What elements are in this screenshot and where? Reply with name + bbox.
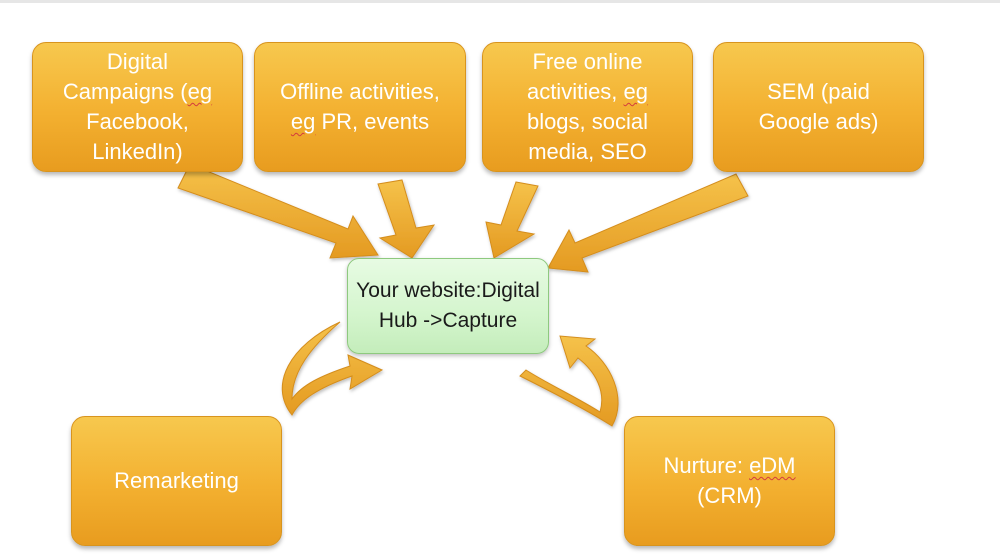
- hub-box-your-website: Your website:Digital Hub ->Capture: [347, 258, 549, 354]
- label-line: Digital Hub ->: [378, 279, 540, 332]
- arrow-remarketing-loop: [281, 321, 384, 416]
- label-line: blogs, social: [526, 109, 649, 134]
- label-line: Campaigns (eg: [62, 79, 213, 104]
- source-box-offline-activities: Offline activities, eg PR, events: [254, 42, 466, 172]
- label-line: Nurture: eDM: [663, 453, 796, 478]
- label-line: Offline activities,: [280, 79, 440, 104]
- label-line: Digital: [106, 49, 169, 74]
- arrow-sem-to-hub: [547, 173, 749, 273]
- source-box-label: Offline activities, eg PR, events: [280, 77, 440, 137]
- arrow-nurture-loop: [519, 335, 619, 427]
- arrow-free-online-to-hub: [485, 181, 539, 259]
- top-rule: [0, 0, 1000, 3]
- hub-box-label: Your website:Digital Hub ->Capture: [348, 276, 548, 336]
- label-line: eg PR, events: [290, 109, 430, 134]
- label-line: Facebook,: [86, 109, 189, 134]
- loop-box-remarketing: Remarketing: [71, 416, 282, 546]
- label-line: Capture: [442, 309, 518, 332]
- label-line: Google ads): [758, 109, 879, 134]
- arrow-digital-campaigns-to-hub: [177, 163, 379, 259]
- label-line: Your website:: [356, 279, 482, 302]
- label-line: Remarketing: [114, 468, 239, 493]
- label-line: SEM (paid: [767, 79, 870, 104]
- source-box-label: Free online activities, eg blogs, social me…: [527, 47, 648, 167]
- arrow-offline-to-hub: [377, 179, 436, 259]
- label-line: Free online: [532, 49, 643, 74]
- loop-box-nurture: Nurture: eDM (CRM): [624, 416, 835, 546]
- label-line: (CRM): [697, 483, 762, 508]
- label-line: media, SEO: [528, 139, 647, 164]
- loop-box-label: Remarketing: [114, 466, 239, 496]
- loop-box-label: Nurture: eDM (CRM): [663, 451, 795, 511]
- label-line: activities, eg: [526, 79, 649, 104]
- source-box-free-online-activities: Free online activities, eg blogs, social me…: [482, 42, 693, 172]
- label-line: LinkedIn): [92, 139, 183, 164]
